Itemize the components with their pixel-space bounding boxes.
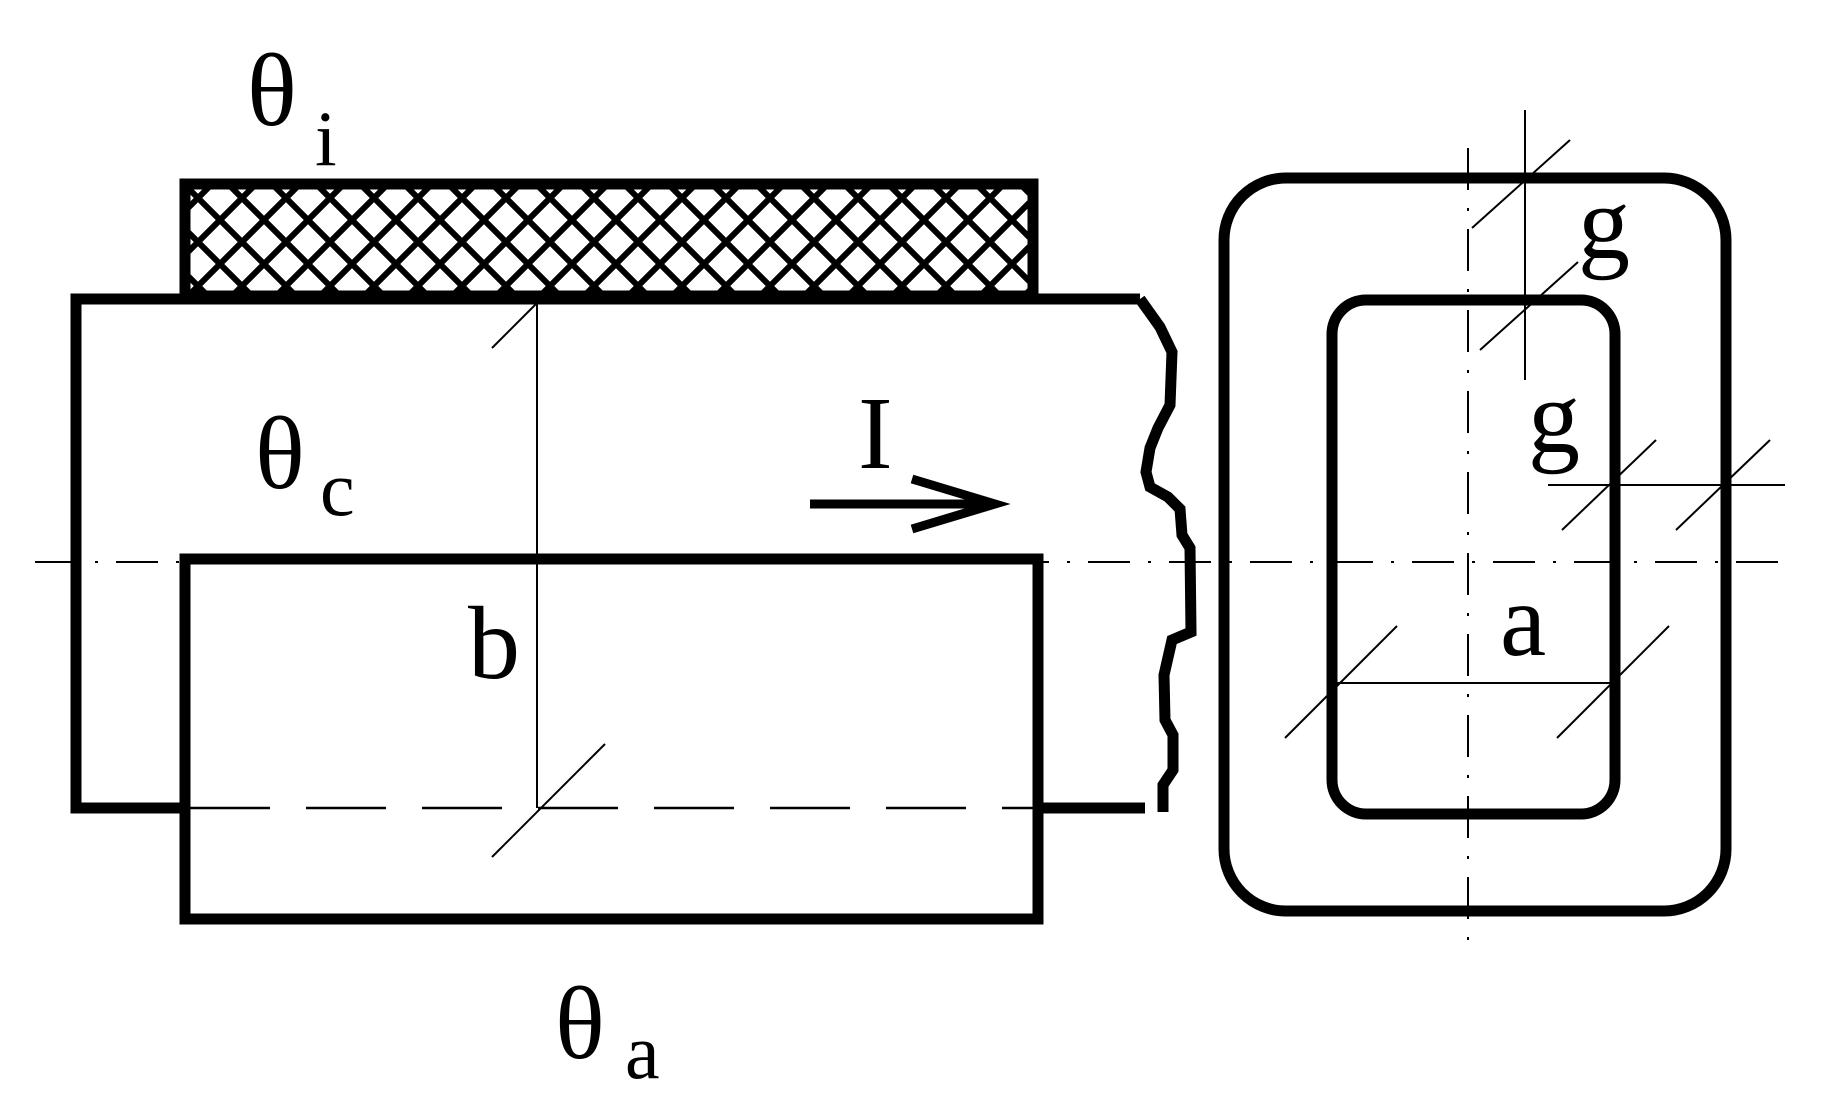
ambient-box bbox=[179, 553, 1044, 925]
current-arrow bbox=[810, 474, 1011, 534]
dimension-b-tick-bottom bbox=[491, 743, 606, 858]
dimension-a-tick-right bbox=[1556, 625, 1670, 739]
dimension-a-label: a bbox=[1500, 563, 1546, 678]
dimension-b-tick-top bbox=[491, 297, 543, 349]
theta-i-subscript: i bbox=[315, 95, 337, 182]
cross-section-inner bbox=[1326, 294, 1621, 820]
gap-top-tick-1 bbox=[1471, 139, 1571, 229]
theta-a-label: θ bbox=[555, 966, 605, 1081]
gap-top-tick-2 bbox=[1479, 261, 1579, 351]
gap-inner-label: g bbox=[1528, 360, 1580, 475]
gap-outer-label: g bbox=[1578, 166, 1630, 281]
dimension-b-label: b bbox=[468, 586, 520, 701]
theta-a-subscript: a bbox=[625, 1008, 660, 1095]
gap-side-tick-1 bbox=[1561, 439, 1657, 531]
theta-i-label: θ bbox=[247, 33, 297, 148]
cross-section-outer bbox=[1218, 172, 1732, 917]
theta-c-label: θ bbox=[255, 396, 305, 511]
conductor-outline bbox=[70, 293, 1197, 814]
insulation-strip bbox=[179, 178, 1039, 302]
gap-side-tick-2 bbox=[1675, 439, 1771, 531]
current-label: I bbox=[858, 376, 893, 491]
dimension-a-tick-left bbox=[1284, 625, 1398, 739]
theta-c-subscript: c bbox=[320, 445, 355, 532]
